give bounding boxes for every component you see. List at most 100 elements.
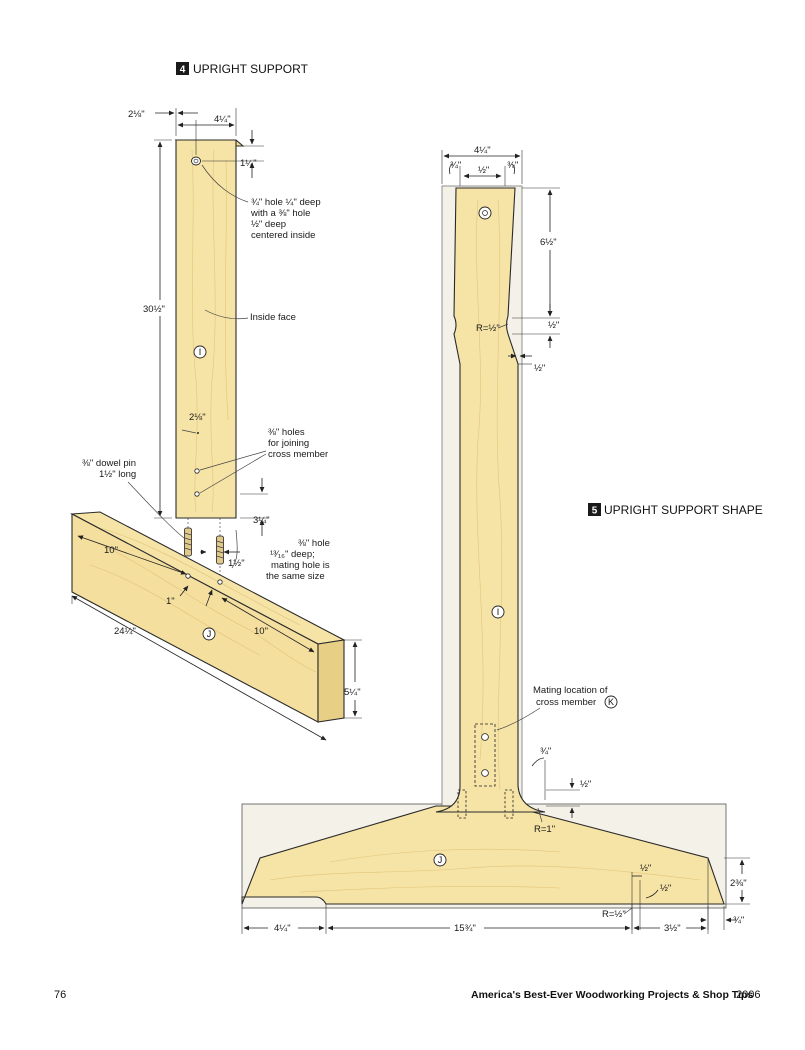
figure-4-title: UPRIGHT SUPPORT [193,62,309,76]
dowel-pins: 1½" [184,518,245,578]
note-joining-line2: for joining [268,438,309,449]
dim-foot-length: 24¼" [114,626,136,637]
cross-member-location [474,723,496,787]
shaped-foot-grain [269,848,701,893]
dowel-pin-left [184,527,192,557]
page-footer: 76 America's Best-Ever Woodworking Proje… [54,989,760,1001]
dim-top-width: 4¼" [474,145,491,156]
fig5-fillet-dimensions: ¾" ½" R=1" [531,746,591,835]
dim-foot-notch-a: ½" [640,863,651,874]
dim-foot-left: 10" [104,545,118,556]
dim-bottom-left: 4¼" [274,923,291,934]
fig5-top-dimensions: 4¼" ¾" ½" ¾" [441,145,523,186]
note-hole-line3: ½" deep [251,219,286,230]
fig5-bottom-dimensions: 4¼" 15¾" 3½" [241,904,709,934]
dim-taper: ½" [534,363,545,374]
part-i-marker-fig4 [193,345,207,359]
figure-4-upright-support: 4 UPRIGHT SUPPORT I 2⅛" 4¼" [70,62,362,741]
note-joining-line1: ⅜" holes [268,427,305,438]
part-i-label-fig4: I [199,347,202,357]
dim-foot-gap: 1" [166,596,175,607]
fig5-foot-end-dimensions: 2⅜" ¾" ½" ½" R=½" [602,857,750,930]
note-inside-face: Inside face [250,312,296,323]
fig5-mating-note: Mating location of cross member K [496,685,618,731]
dim-foot-right: 10" [254,626,268,637]
dim-radius-top: R=½" [476,323,500,334]
foot-mating-hole-right [217,579,223,585]
note-joining-line3: cross member [268,449,328,460]
top-hole-inner [193,158,199,164]
note-hole-line1: ¾" hole ¼" deep [251,197,321,208]
figure-5-upright-support-shape: 5 UPRIGHT SUPPORT SHAPE I J [241,145,763,934]
dim-foot-notch-b: ½" [660,883,671,894]
dim-foot-end-inset: ¾" [733,915,744,926]
dim-offset-top: 2⅛" [128,109,145,120]
book-title: America's Best-Ever Woodworking Projects… [471,989,753,1001]
joining-hole-lower [194,491,200,497]
upright-front-face [175,139,237,519]
dim-upper-height: 6½" [540,237,557,248]
dim-top-mid: ½" [478,165,489,176]
foot-dimensions: 10" 1" 10" 24¼" 5¼" [71,535,362,741]
page-number: 76 [54,989,66,1001]
dim-radius-foot: R=½" [602,909,626,920]
dim-hole-spacing: 2⅛" [189,412,206,423]
part-j-label-fig5: J [438,855,443,865]
cross-member-hole-lower [481,769,489,777]
cross-member-hole-upper [481,733,489,741]
upright-dimensions: 2⅛" 4¼" 1¼" 30½" 2⅛" 3¼" [128,108,270,536]
figure-5-badge [588,503,601,516]
part-j-marker-fig5 [433,853,447,867]
dim-fillet-drop: ½" [580,779,591,790]
dim-bottom-mid: 15¾" [454,923,476,934]
note-dowel-line2: 1½" long [99,469,136,480]
figure-5-number: 5 [592,506,598,517]
note-mating-location-line1: Mating location of [533,685,608,696]
upright-board: I [174,139,245,519]
note-mating-line2: ¹³⁄₁₆" deep; [270,549,315,560]
fig5-right-dimensions: 6½" ½" R=½" ½" [476,187,560,374]
part-i-marker-fig5 [491,605,505,619]
part-k-label-fig5: K [608,697,614,707]
figure-4-number: 4 [180,65,186,76]
dim-hole-from-top: 1¼" [240,158,257,169]
dim-upright-width: 4¼" [214,114,231,125]
figure-5-header: 5 UPRIGHT SUPPORT SHAPE [588,503,763,517]
note-dowel-line1: ⅜" dowel pin [82,458,136,469]
shaped-upright-grain [476,199,503,791]
dim-top-left: ¾" [450,160,461,171]
joining-hole-upper [194,468,200,474]
dim-bottom-right: 3½" [664,923,681,934]
note-mating-line1: ⅜" hole [298,538,330,549]
dim-top-right: ¾" [507,160,518,171]
figure-4-badge [176,62,189,75]
part-k-marker-fig5 [604,695,618,709]
dim-foot-end-height: 2⅜" [730,878,747,889]
note-mating-location-line2: cross member [536,697,596,708]
dim-notch-height: ½" [548,320,559,331]
part-i-label-fig5: I [497,607,500,617]
dim-hole-from-bottom: 3¼" [253,515,270,526]
note-mating-line4: the same size [266,571,325,582]
dim-upright-length: 30½" [143,304,165,315]
dim-radius-fillet: R=1" [534,824,555,835]
part-j-label-fig4: J [207,629,212,639]
mating-hole-note: ⅜" hole ¹³⁄₁₆" deep; mating hole is the … [231,529,330,582]
shaped-upright [435,187,546,813]
upright-notes: ¾" hole ¼" deep with a ⅜" hole ½" deep c… [82,164,328,539]
book-year: 2006 [736,989,760,1001]
upright-top-hole-inner [482,210,488,216]
note-mating-line3: mating hole is [271,560,330,571]
foot-mating-hole-left [185,573,191,579]
dowel-pin-right [216,535,224,565]
figure-4-header: 4 UPRIGHT SUPPORT [176,62,309,76]
dim-fillet-offset: ¾" [540,746,551,757]
figure-5-title: UPRIGHT SUPPORT SHAPE [604,503,763,517]
note-hole-line4: centered inside [251,230,315,241]
foot-end-face [317,639,345,723]
dim-dowel-spacing: 1½" [228,558,245,569]
upright-grain [191,149,229,513]
note-hole-line2: with a ⅜" hole [250,208,310,219]
dim-foot-height: 5¼" [344,687,361,698]
